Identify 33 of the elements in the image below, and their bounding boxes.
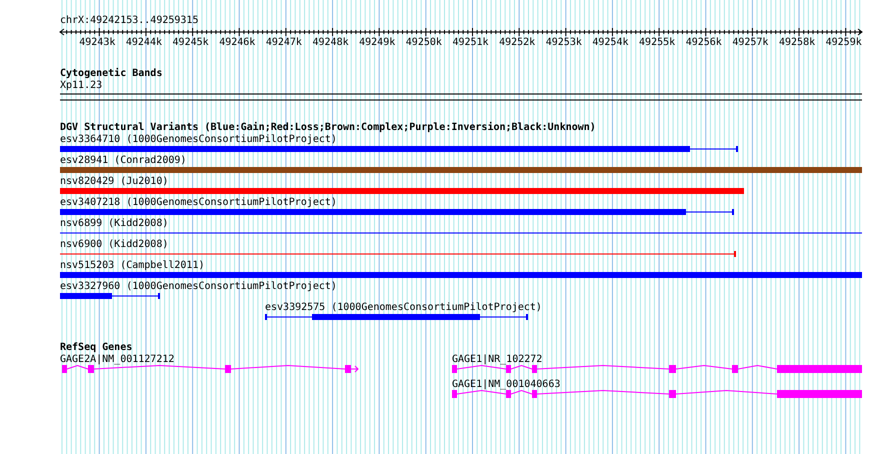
tick-label: 49253k bbox=[546, 37, 582, 48]
tick-label: 49250k bbox=[406, 37, 442, 48]
variant-label: esv3364710 (1000GenomesConsortiumPilotProject) bbox=[60, 134, 337, 145]
gene-label: GAGE1|NM_001040663 bbox=[452, 379, 560, 390]
tick-label: 49247k bbox=[266, 37, 302, 48]
gene-label: GAGE2A|NM_001127212 bbox=[60, 354, 174, 365]
tick-label: 49243k bbox=[79, 37, 116, 48]
tick-label: 49246k bbox=[219, 37, 256, 48]
variant-label: esv3392575 (1000GenomesConsortiumPilotProject) bbox=[265, 302, 542, 313]
variant-label: esv3327960 (1000GenomesConsortiumPilotProject) bbox=[60, 281, 337, 292]
tick-label: 49254k bbox=[592, 37, 628, 48]
tick-label: 49257k bbox=[732, 37, 768, 48]
tick-label: 49256k bbox=[686, 37, 722, 48]
variant-label: nsv6900 (Kidd2008) bbox=[60, 239, 168, 250]
tick-label: 49259k bbox=[826, 37, 862, 48]
tick-label: 49252k bbox=[499, 37, 536, 48]
variant-label: nsv6899 (Kidd2008) bbox=[60, 218, 168, 229]
position-title: chrX:49242153..49259315 bbox=[60, 15, 198, 26]
variant-label: nsv820429 (Ju2010) bbox=[60, 176, 168, 187]
track-heading: DGV Structural Variants (Blue:Gain;Red:Loss;Brown:Complex;Purple:Inversion;Black:Unknown) bbox=[60, 122, 596, 133]
tick-label: 49244k bbox=[126, 37, 162, 48]
tick-label: 49255k bbox=[639, 37, 676, 48]
tick-label: 49251k bbox=[452, 37, 489, 48]
tick-label: 49249k bbox=[359, 37, 396, 48]
tick-label: 49248k bbox=[312, 37, 349, 48]
variant-label: esv28941 (Conrad2009) bbox=[60, 155, 186, 166]
variant-label: esv3407218 (1000GenomesConsortiumPilotProject) bbox=[60, 197, 337, 208]
gene-label: GAGE1|NR_102272 bbox=[452, 354, 542, 365]
band-label: Xp11.23 bbox=[60, 80, 102, 91]
track-heading: Cytogenetic Bands bbox=[60, 68, 162, 79]
tick-label: 49258k bbox=[778, 37, 816, 48]
variant-label: nsv515203 (Campbell2011) bbox=[60, 260, 204, 271]
tick-label: 49245k bbox=[172, 37, 209, 48]
